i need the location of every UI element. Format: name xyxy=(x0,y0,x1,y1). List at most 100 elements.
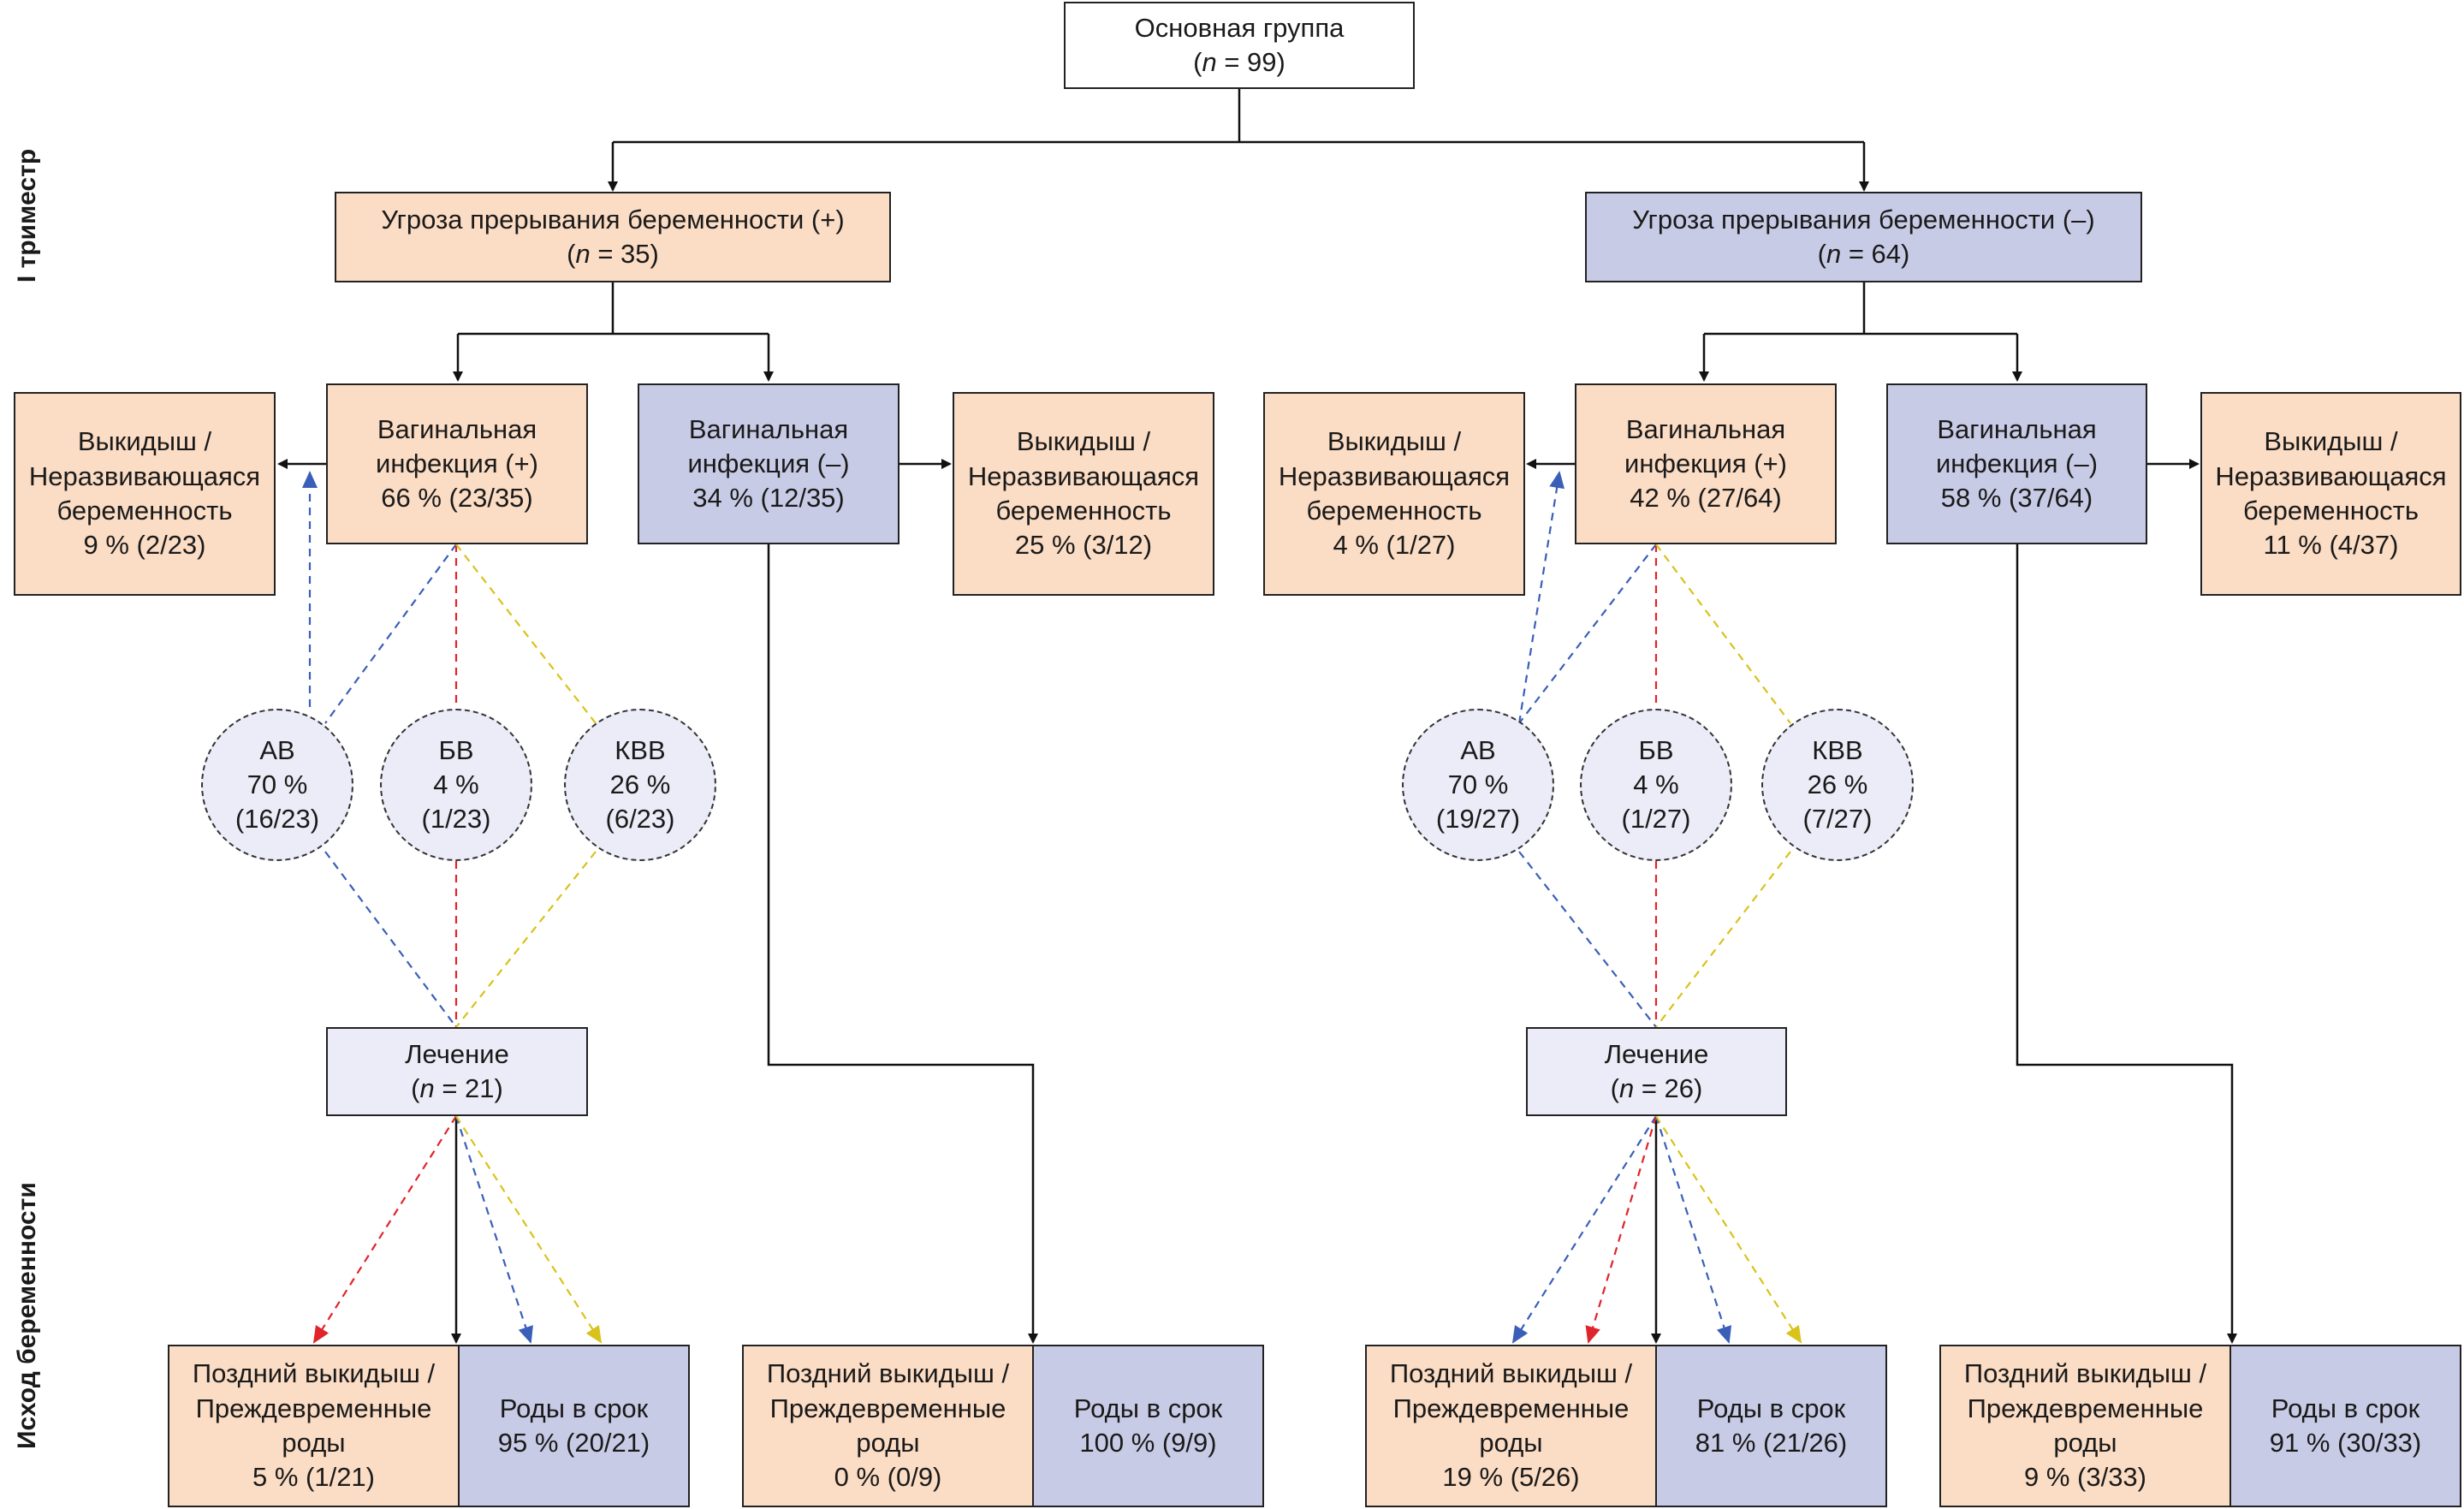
node-text: инфекция (+) xyxy=(1624,448,1787,478)
circle-pct: 4 % xyxy=(433,769,479,799)
node-text: Роды в срок xyxy=(1696,1393,1846,1423)
circle-label: КВВ xyxy=(615,734,666,765)
treatment-n: (n = 21) xyxy=(411,1073,503,1103)
right-infection-positive-node: Вагинальная инфекция (+) 42 % (27/64) xyxy=(1575,383,1837,544)
threat-negative-node: Угроза прерывания беременности (–) (n = … xyxy=(1585,192,2142,282)
left-treatment-node: Лечение (n = 21) xyxy=(326,1027,588,1116)
circle-pct: 4 % xyxy=(1633,769,1679,799)
outcome-term-birth: Роды в срок 95 % (20/21) xyxy=(460,1346,688,1506)
node-text: Вагинальная xyxy=(377,413,537,444)
node-text: Выкидыш / xyxy=(77,426,212,457)
treatment-title: Лечение xyxy=(1604,1038,1709,1069)
outcome-term-birth: Роды в срок 100 % (9/9) xyxy=(1034,1346,1262,1506)
left-miscarriage-positive-node: Выкидыш / Неразвивающаяся беременность 9… xyxy=(14,392,276,596)
outcome-term-birth: Роды в срок 91 % (30/33) xyxy=(2231,1346,2460,1506)
outcome-late-miscarriage: Поздний выкидыш / Преждевременные роды 5… xyxy=(169,1346,460,1506)
circle-frac: (6/23) xyxy=(605,804,675,835)
node-text: Преждевременные xyxy=(1967,1393,2204,1423)
node-text: Роды в срок xyxy=(499,1393,649,1423)
circle-frac: (1/23) xyxy=(421,804,491,835)
circle-pct: 70 % xyxy=(1447,769,1509,799)
node-text: Преждевременные xyxy=(195,1393,432,1423)
side-label-outcome: Исход беременности xyxy=(13,1182,41,1449)
node-value: 66 % (23/35) xyxy=(381,483,533,514)
node-text: беременность xyxy=(56,496,233,526)
left-kvv-circle: КВВ 26 % (6/23) xyxy=(564,709,716,861)
threat-negative-n: (n = 64) xyxy=(1817,239,1910,269)
left-av-circle: АВ 70 % (16/23) xyxy=(201,709,353,861)
node-text: инфекция (–) xyxy=(1935,448,2099,478)
right-av-circle: АВ 70 % (19/27) xyxy=(1402,709,1554,861)
node-text: беременность xyxy=(2242,496,2419,526)
node-value: 91 % (30/33) xyxy=(2269,1428,2422,1458)
right-infection-negative-node: Вагинальная инфекция (–) 58 % (37/64) xyxy=(1886,383,2147,544)
node-text: роды xyxy=(1479,1428,1543,1458)
node-value: 19 % (5/26) xyxy=(1442,1462,1580,1493)
outcome-late-miscarriage: Поздний выкидыш / Преждевременные роды 9… xyxy=(1941,1346,2231,1506)
node-text: Выкидыш / xyxy=(2264,426,2398,457)
node-text: Выкидыш / xyxy=(1016,426,1151,457)
threat-negative-title: Угроза прерывания беременности (–) xyxy=(1632,204,2095,235)
threat-positive-node: Угроза прерывания беременности (+) (n = … xyxy=(335,192,891,282)
node-text: Поздний выкидыш / xyxy=(766,1358,1010,1389)
node-text: беременность xyxy=(1306,496,1482,526)
right-miscarriage-negative-node: Выкидыш / Неразвивающаяся беременность 1… xyxy=(2200,392,2461,596)
node-value: 5 % (1/21) xyxy=(252,1462,375,1493)
node-text: роды xyxy=(856,1428,920,1458)
circle-frac: (19/27) xyxy=(1435,804,1521,835)
node-text: Поздний выкидыш / xyxy=(1389,1358,1633,1389)
node-text: инфекция (–) xyxy=(687,448,850,478)
root-n: (n = 99) xyxy=(1193,47,1285,77)
node-text: Выкидыш / xyxy=(1327,426,1462,457)
node-text: Поздний выкидыш / xyxy=(1963,1358,2207,1389)
root-node: Основная группа (n = 99) xyxy=(1064,2,1415,89)
threat-positive-n: (n = 35) xyxy=(567,239,659,269)
node-value: 34 % (12/35) xyxy=(692,483,845,514)
node-value: 81 % (21/26) xyxy=(1695,1428,1848,1458)
node-text: Неразвивающаяся xyxy=(2215,460,2447,491)
node-value: 95 % (20/21) xyxy=(497,1428,650,1458)
node-value: 100 % (9/9) xyxy=(1079,1428,1217,1458)
right-treatment-node: Лечение (n = 26) xyxy=(1526,1027,1787,1116)
right-untreated-outcome: Поздний выкидыш / Преждевременные роды 9… xyxy=(1939,1345,2461,1507)
node-text: беременность xyxy=(995,496,1172,526)
treatment-n: (n = 26) xyxy=(1610,1073,1703,1103)
node-text: инфекция (+) xyxy=(376,448,538,478)
node-text: Роды в срок xyxy=(1073,1393,1223,1423)
node-value: 11 % (4/37) xyxy=(2263,530,2399,561)
node-text: Вагинальная xyxy=(1937,413,2097,444)
node-text: Вагинальная xyxy=(1625,413,1786,444)
node-value: 0 % (0/9) xyxy=(834,1462,942,1493)
node-text: Преждевременные xyxy=(769,1393,1006,1423)
node-text: роды xyxy=(2053,1428,2117,1458)
left-infection-positive-node: Вагинальная инфекция (+) 66 % (23/35) xyxy=(326,383,588,544)
outcome-late-miscarriage: Поздний выкидыш / Преждевременные роды 0… xyxy=(744,1346,1034,1506)
left-infection-negative-node: Вагинальная инфекция (–) 34 % (12/35) xyxy=(638,383,900,544)
node-text: Вагинальная xyxy=(688,413,849,444)
node-text: Преждевременные xyxy=(1392,1393,1630,1423)
left-bv-circle: БВ 4 % (1/23) xyxy=(380,709,532,861)
threat-positive-title: Угроза прерывания беременности (+) xyxy=(381,204,845,235)
circle-frac: (16/23) xyxy=(235,804,320,835)
node-value: 9 % (3/33) xyxy=(2023,1462,2146,1493)
right-kvv-circle: КВВ 26 % (7/27) xyxy=(1761,709,1914,861)
right-miscarriage-positive-node: Выкидыш / Неразвивающаяся беременность 4… xyxy=(1263,392,1525,596)
circle-pct: 26 % xyxy=(1807,769,1868,799)
circle-pct: 70 % xyxy=(246,769,308,799)
circle-frac: (7/27) xyxy=(1802,804,1873,835)
node-value: 42 % (27/64) xyxy=(1630,483,1782,514)
circle-label: БВ xyxy=(438,734,474,765)
left-treated-outcome: Поздний выкидыш / Преждевременные роды 5… xyxy=(168,1345,690,1507)
node-value: 4 % (1/27) xyxy=(1333,530,1456,561)
node-text: Роды в срок xyxy=(2271,1393,2420,1423)
node-text: Неразвивающаяся xyxy=(1278,460,1511,491)
circle-label: БВ xyxy=(1638,734,1674,765)
outcome-term-birth: Роды в срок 81 % (21/26) xyxy=(1657,1346,1885,1506)
node-value: 58 % (37/64) xyxy=(1940,483,2093,514)
node-text: Неразвивающаяся xyxy=(28,460,261,491)
treatment-title: Лечение xyxy=(405,1038,509,1069)
circle-label: АВ xyxy=(1460,734,1496,765)
node-value: 25 % (3/12) xyxy=(1014,530,1153,561)
right-treated-outcome: Поздний выкидыш / Преждевременные роды 1… xyxy=(1365,1345,1887,1507)
right-bv-circle: БВ 4 % (1/27) xyxy=(1580,709,1732,861)
